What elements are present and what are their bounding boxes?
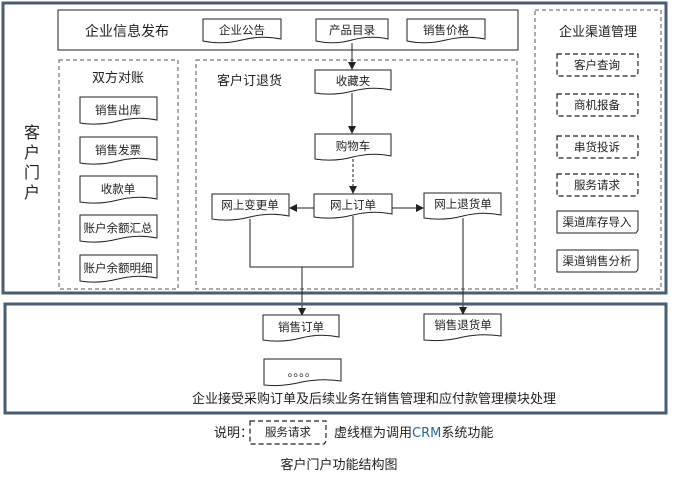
doc-shape bbox=[313, 193, 393, 219]
node-favorites: 收藏夹 bbox=[336, 74, 371, 88]
portal-frame bbox=[1, 1, 668, 295]
portal-label: 客 户 门 户 bbox=[24, 123, 40, 202]
legend-description: 虚线框为调用CRM系统功能 bbox=[334, 426, 493, 441]
channel-mgmt-section: 企业渠道管理 客户查询 商机报备 串货投诉 服务请求 渠道库存导入 渠道销售分析 bbox=[534, 9, 662, 290]
doc-shape bbox=[556, 210, 639, 234]
node-online-order: 网上订单 bbox=[330, 198, 376, 212]
order-return-section: 客户订退货 收藏夹 购物车 网上订单 网上变更单 网上退货单 bbox=[195, 43, 518, 316]
figure-caption: 客户门户功能结构图 bbox=[280, 457, 397, 473]
node-sales-invoice: 销售发票 bbox=[95, 143, 141, 157]
legend-desc-post: 系统功能 bbox=[441, 426, 493, 441]
node-receipt: 收款单 bbox=[101, 182, 136, 196]
doc-shape bbox=[79, 254, 158, 283]
node-channel-inventory-import: 渠道库存导入 bbox=[563, 215, 632, 229]
doc-shape bbox=[79, 175, 158, 204]
doc-shape bbox=[263, 358, 342, 387]
portal-label-char: 户 bbox=[24, 183, 40, 202]
node-sales-price: 销售价格 bbox=[423, 23, 469, 37]
crm-doc-shape bbox=[556, 53, 639, 77]
legend-desc-pre: 虚线框为调用 bbox=[334, 426, 412, 441]
doc-shape bbox=[79, 96, 158, 125]
node-cart: 购物车 bbox=[336, 139, 371, 153]
node-balance-detail: 账户余额明细 bbox=[84, 261, 153, 275]
reconciliation-title: 双方对账 bbox=[92, 70, 144, 86]
crm-doc-shape bbox=[556, 173, 639, 197]
node-ellipsis: 。。。。 bbox=[288, 365, 317, 379]
node-sales-order: 销售订单 bbox=[278, 320, 324, 334]
backend-section: 销售订单 销售退货单 。。。。 企业接受采购订单及后续业务在销售管理和应付款管理… bbox=[3, 302, 668, 415]
node-online-return: 网上退货单 bbox=[434, 197, 492, 211]
doc-shape bbox=[79, 214, 158, 243]
legend-sample-shape bbox=[249, 420, 327, 445]
channel-mgmt-box bbox=[534, 9, 662, 290]
info-publish-title: 企业信息发布 bbox=[85, 23, 169, 40]
node-service-request: 服务请求 bbox=[574, 178, 620, 192]
doc-shape bbox=[314, 69, 392, 95]
channel-mgmt-title: 企业渠道管理 bbox=[559, 24, 637, 40]
backend-frame bbox=[3, 302, 668, 415]
connector-change-order-merge bbox=[249, 216, 354, 268]
legend-prefix: 说明： bbox=[214, 426, 253, 441]
doc-shape bbox=[406, 18, 486, 44]
doc-shape bbox=[556, 249, 639, 273]
doc-shape bbox=[423, 313, 502, 342]
legend-sample-label: 服务请求 bbox=[265, 425, 311, 439]
node-product-catalog: 产品目录 bbox=[329, 23, 375, 37]
backend-note: 企业接受采购订单及后续业务在销售管理和应付款管理模块处理 bbox=[192, 391, 556, 407]
crm-doc-shape bbox=[556, 93, 639, 117]
doc-shape bbox=[315, 18, 389, 44]
node-balance-summary: 账户余额汇总 bbox=[84, 221, 153, 235]
info-publish-section: 企业信息发布 企业公告 产品目录 销售价格 bbox=[57, 9, 519, 51]
legend-desc-crm: CRM bbox=[412, 426, 441, 441]
node-sales-return: 销售退货单 bbox=[434, 318, 492, 332]
node-channel-sales-analysis: 渠道销售分析 bbox=[563, 254, 632, 268]
order-return-box bbox=[195, 59, 518, 290]
doc-shape bbox=[423, 192, 502, 220]
doc-shape bbox=[262, 314, 340, 342]
doc-shape bbox=[211, 193, 290, 221]
portal-label-char: 客 bbox=[24, 123, 40, 142]
order-return-title: 客户订退货 bbox=[217, 73, 282, 89]
node-opportunity-report: 商机报备 bbox=[574, 98, 620, 112]
portal-label-char: 门 bbox=[24, 163, 40, 182]
portal-label-char: 户 bbox=[24, 143, 40, 162]
reconciliation-section: 双方对账 销售出库 销售发票 收款单 账户余额汇总 账户余额明细 bbox=[58, 59, 179, 290]
legend: 说明： 服务请求 虚线框为调用CRM系统功能 bbox=[214, 420, 493, 445]
crm-doc-shape bbox=[556, 135, 639, 159]
doc-shape bbox=[314, 133, 392, 161]
doc-shape bbox=[79, 136, 158, 165]
node-cross-selling-complaint: 串货投诉 bbox=[574, 140, 620, 154]
node-online-change: 网上变更单 bbox=[221, 198, 279, 212]
node-sales-outbound: 销售出库 bbox=[95, 103, 141, 117]
node-company-notice: 企业公告 bbox=[219, 23, 265, 37]
node-customer-query: 客户查询 bbox=[574, 58, 620, 72]
reconciliation-box bbox=[58, 59, 179, 290]
doc-shape bbox=[202, 18, 282, 44]
